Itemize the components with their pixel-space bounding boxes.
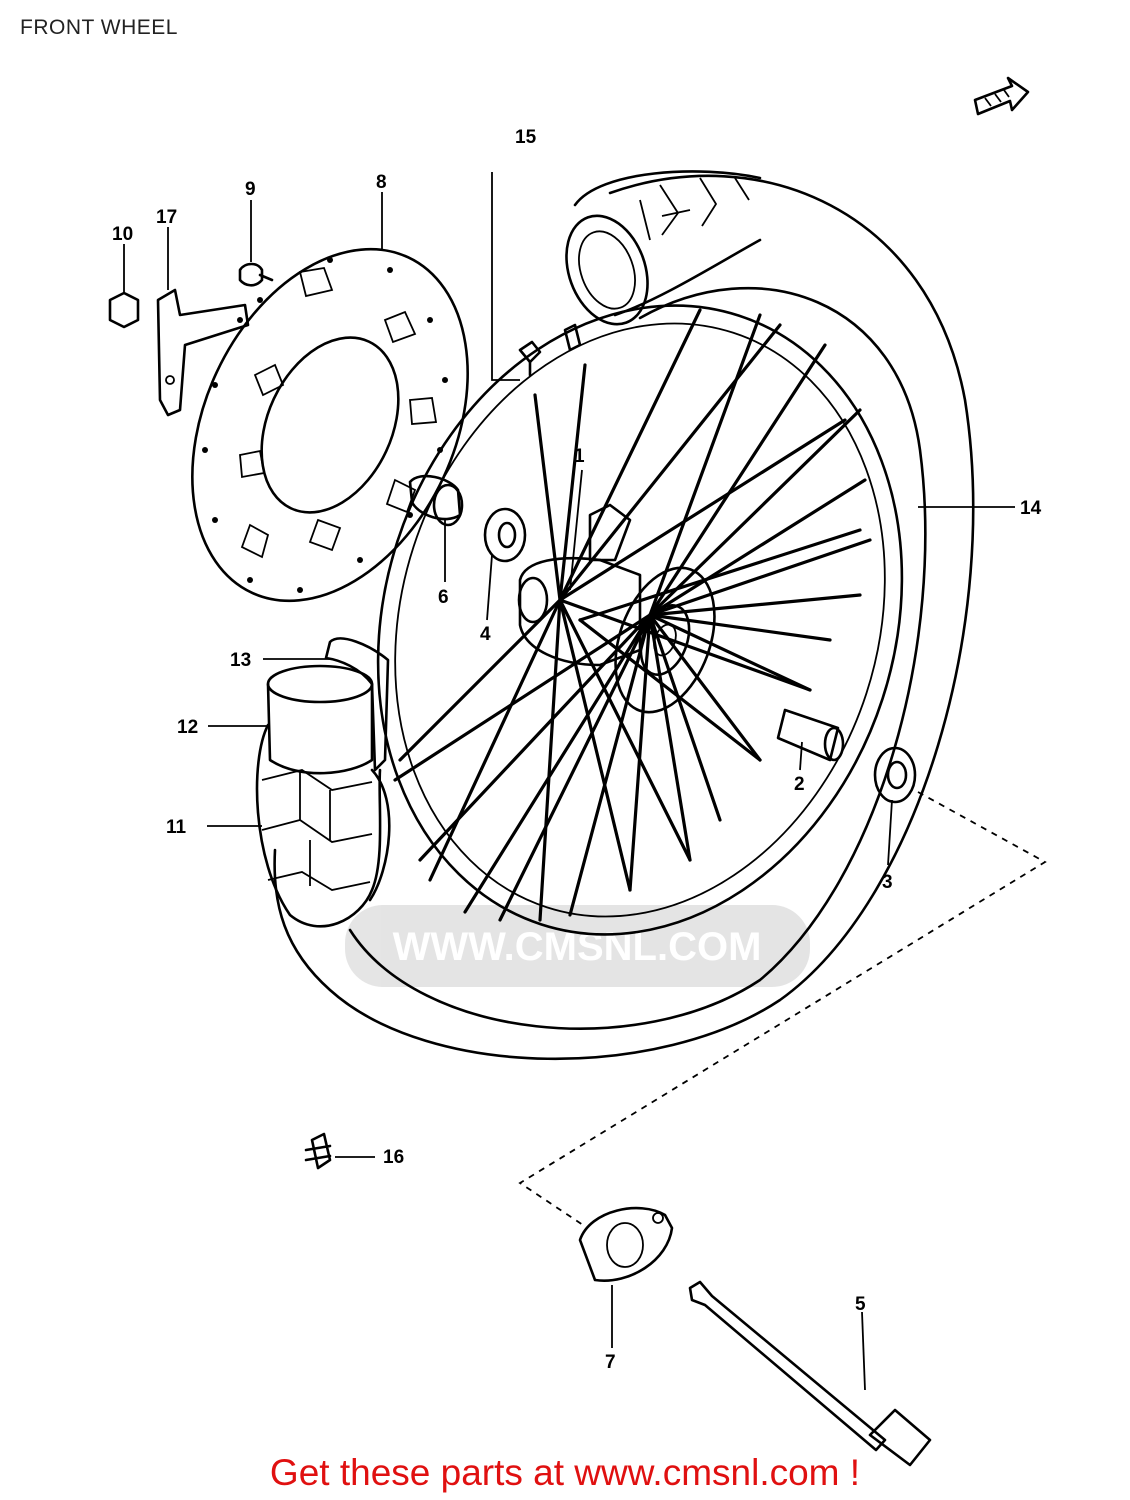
callout-5: 5 (855, 1294, 866, 1315)
callout-12: 12 (177, 717, 198, 738)
wheel-hub (517, 503, 716, 714)
valve (518, 323, 582, 377)
callout-2: 2 (794, 774, 805, 795)
callout-labels: 1 2 3 4 5 6 7 8 9 10 11 12 13 14 15 16 1… (112, 127, 1042, 1373)
callout-10: 10 (112, 224, 133, 245)
callout-9: 9 (245, 179, 256, 200)
front-direction-arrow-icon (973, 76, 1030, 116)
inner-tube (324, 637, 390, 772)
bearing-right (873, 746, 917, 804)
spacer-left (408, 474, 464, 527)
clip (304, 1132, 332, 1170)
assembly-lines (491, 172, 1047, 1226)
callout-15: 15 (515, 127, 537, 148)
speedometer-gearbox (578, 1206, 674, 1282)
callout-16: 16 (383, 1147, 404, 1168)
leader-lines (123, 192, 1015, 1391)
axle (688, 1280, 932, 1467)
get-parts-link[interactable]: Get these parts at www.cmsnl.com ! (269, 1452, 861, 1493)
rim-band (266, 664, 374, 775)
tire-section-lower (255, 723, 391, 928)
page-title: FRONT WHEEL (20, 16, 178, 39)
disc-bolt (238, 262, 274, 287)
spacer (776, 708, 845, 762)
callout-14: 14 (1020, 498, 1042, 519)
bracket (156, 288, 250, 417)
callout-4: 4 (480, 624, 491, 645)
callout-3: 3 (882, 872, 893, 893)
callout-11: 11 (166, 817, 187, 838)
callout-7: 7 (605, 1352, 616, 1373)
watermark: WWW.CMSNL.COM (345, 905, 810, 987)
callout-6: 6 (438, 587, 449, 608)
callout-13: 13 (230, 650, 251, 671)
nut (108, 291, 140, 329)
callout-17: 17 (156, 207, 177, 228)
rim (376, 304, 904, 936)
bearing-left (483, 507, 527, 563)
callout-1: 1 (574, 446, 585, 467)
callout-8: 8 (376, 172, 387, 193)
brake-disc (191, 247, 469, 603)
spokes (393, 308, 872, 922)
